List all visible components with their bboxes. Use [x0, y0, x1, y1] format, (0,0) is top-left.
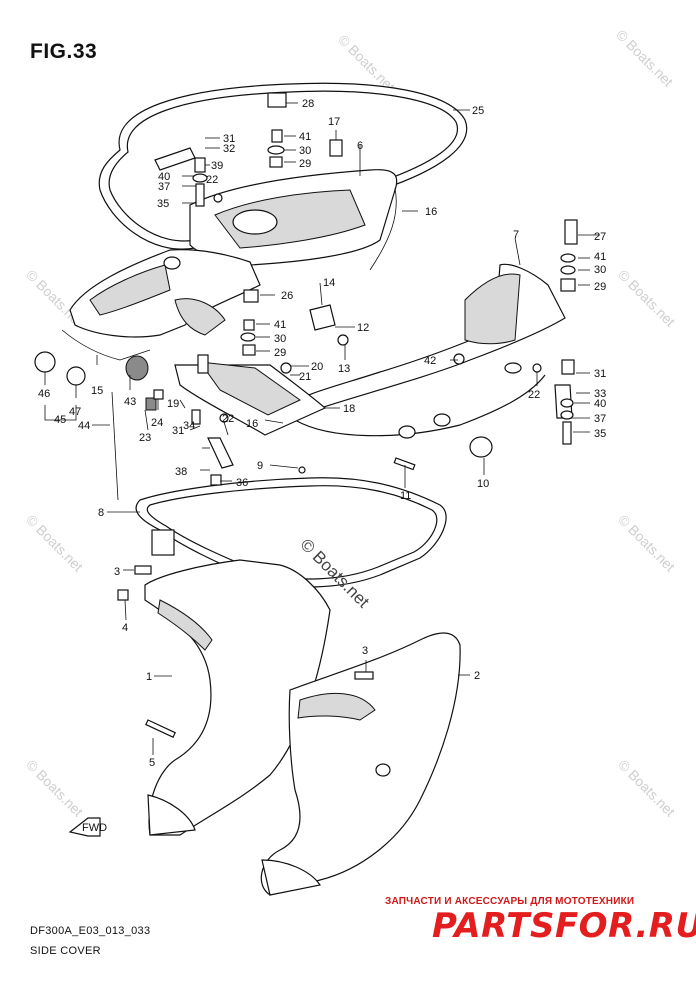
callout: 29 — [594, 281, 606, 293]
callout: 41 — [299, 131, 311, 143]
callout: 15 — [91, 385, 103, 397]
upper-cover-6 — [189, 169, 398, 266]
callout: 19 — [167, 398, 179, 410]
callout: 16 — [246, 418, 258, 430]
callout: 31 — [223, 133, 235, 145]
callout: 24 — [151, 417, 163, 429]
callout: 9 — [257, 460, 263, 472]
shop-tagline: ЗАПЧАСТИ И АКСЕССУАРЫ ДЛЯ МОТОТЕХНИКИ — [385, 896, 635, 907]
callout: 37 — [594, 413, 606, 425]
rod-16-upper — [369, 187, 397, 271]
callout: 46 — [38, 388, 50, 400]
callout: 31 — [594, 368, 606, 380]
callout: 8 — [98, 507, 104, 519]
callout: 26 — [281, 290, 293, 302]
callout: 32 — [223, 143, 235, 155]
callout: 3 — [362, 645, 368, 657]
callout: 41 — [274, 319, 286, 331]
callout: 4 — [122, 622, 128, 634]
callout: 38 — [175, 466, 187, 478]
callout: 28 — [302, 98, 314, 110]
callout: 5 — [149, 757, 155, 769]
callout: 44 — [78, 420, 90, 432]
callout: 37 — [158, 181, 170, 193]
callout: 39 — [211, 160, 223, 172]
callout: 30 — [274, 333, 286, 345]
callout: 41 — [594, 251, 606, 263]
callout: 14 — [323, 277, 335, 289]
callout: 35 — [157, 198, 169, 210]
fwd-arrow-icon: FWD — [68, 817, 107, 837]
bracket-18 — [174, 354, 327, 436]
callout: 10 — [477, 478, 489, 490]
callout: 22 — [222, 413, 234, 425]
shop-logo: PARTSFOR.RU — [432, 906, 696, 946]
callout: 29 — [274, 347, 286, 359]
callout: 43 — [124, 396, 136, 408]
leader-lines — [44, 102, 600, 755]
side-cover-1 — [144, 559, 331, 836]
callout: 17 — [328, 116, 340, 128]
callout: 22 — [206, 174, 218, 186]
callout: 11 — [400, 490, 411, 502]
callout: 34 — [183, 420, 195, 432]
callout: 16 — [425, 206, 437, 218]
callout: 30 — [299, 145, 311, 157]
callout: 1 — [146, 671, 152, 683]
left-upper-shell — [69, 249, 261, 338]
callout: 20 — [311, 361, 323, 373]
callout: 30 — [594, 264, 606, 276]
fwd-label: FWD — [82, 822, 107, 834]
callout: 35 — [594, 428, 606, 440]
callout: 22 — [528, 389, 540, 401]
callout: 21 — [299, 371, 311, 383]
callout: 47 — [69, 406, 81, 418]
callout: 36 — [236, 477, 248, 489]
callout-labels: 1 2 3 3 4 5 6 7 8 9 10 11 12 13 14 15 16… — [38, 98, 606, 769]
callout: 13 — [338, 363, 350, 375]
callout: 27 — [594, 231, 606, 243]
small-parts — [34, 92, 578, 739]
callout: 25 — [472, 105, 484, 117]
callout: 31 — [172, 425, 184, 437]
callout: 6 — [357, 140, 363, 152]
side-rail-7 — [289, 263, 566, 458]
callout: 33 — [594, 388, 606, 400]
side-cover-2 — [260, 632, 461, 896]
callout: 2 — [474, 670, 480, 682]
callout: 23 — [139, 432, 151, 444]
figure-name: SIDE COVER — [30, 945, 101, 957]
callout: 12 — [357, 322, 369, 334]
callout: 40 — [594, 398, 606, 410]
callout: 18 — [343, 403, 355, 415]
callout: 40 — [158, 171, 170, 183]
callout: 45 — [54, 414, 66, 426]
figure-title: FIG.33 — [30, 40, 98, 63]
lower-seal-8 — [135, 477, 447, 588]
callout: 29 — [299, 158, 311, 170]
callout: 7 — [513, 229, 519, 241]
callout: 42 — [424, 355, 436, 367]
callout: 3 — [114, 566, 120, 578]
figure-code: DF300A_E03_013_033 — [30, 925, 151, 937]
